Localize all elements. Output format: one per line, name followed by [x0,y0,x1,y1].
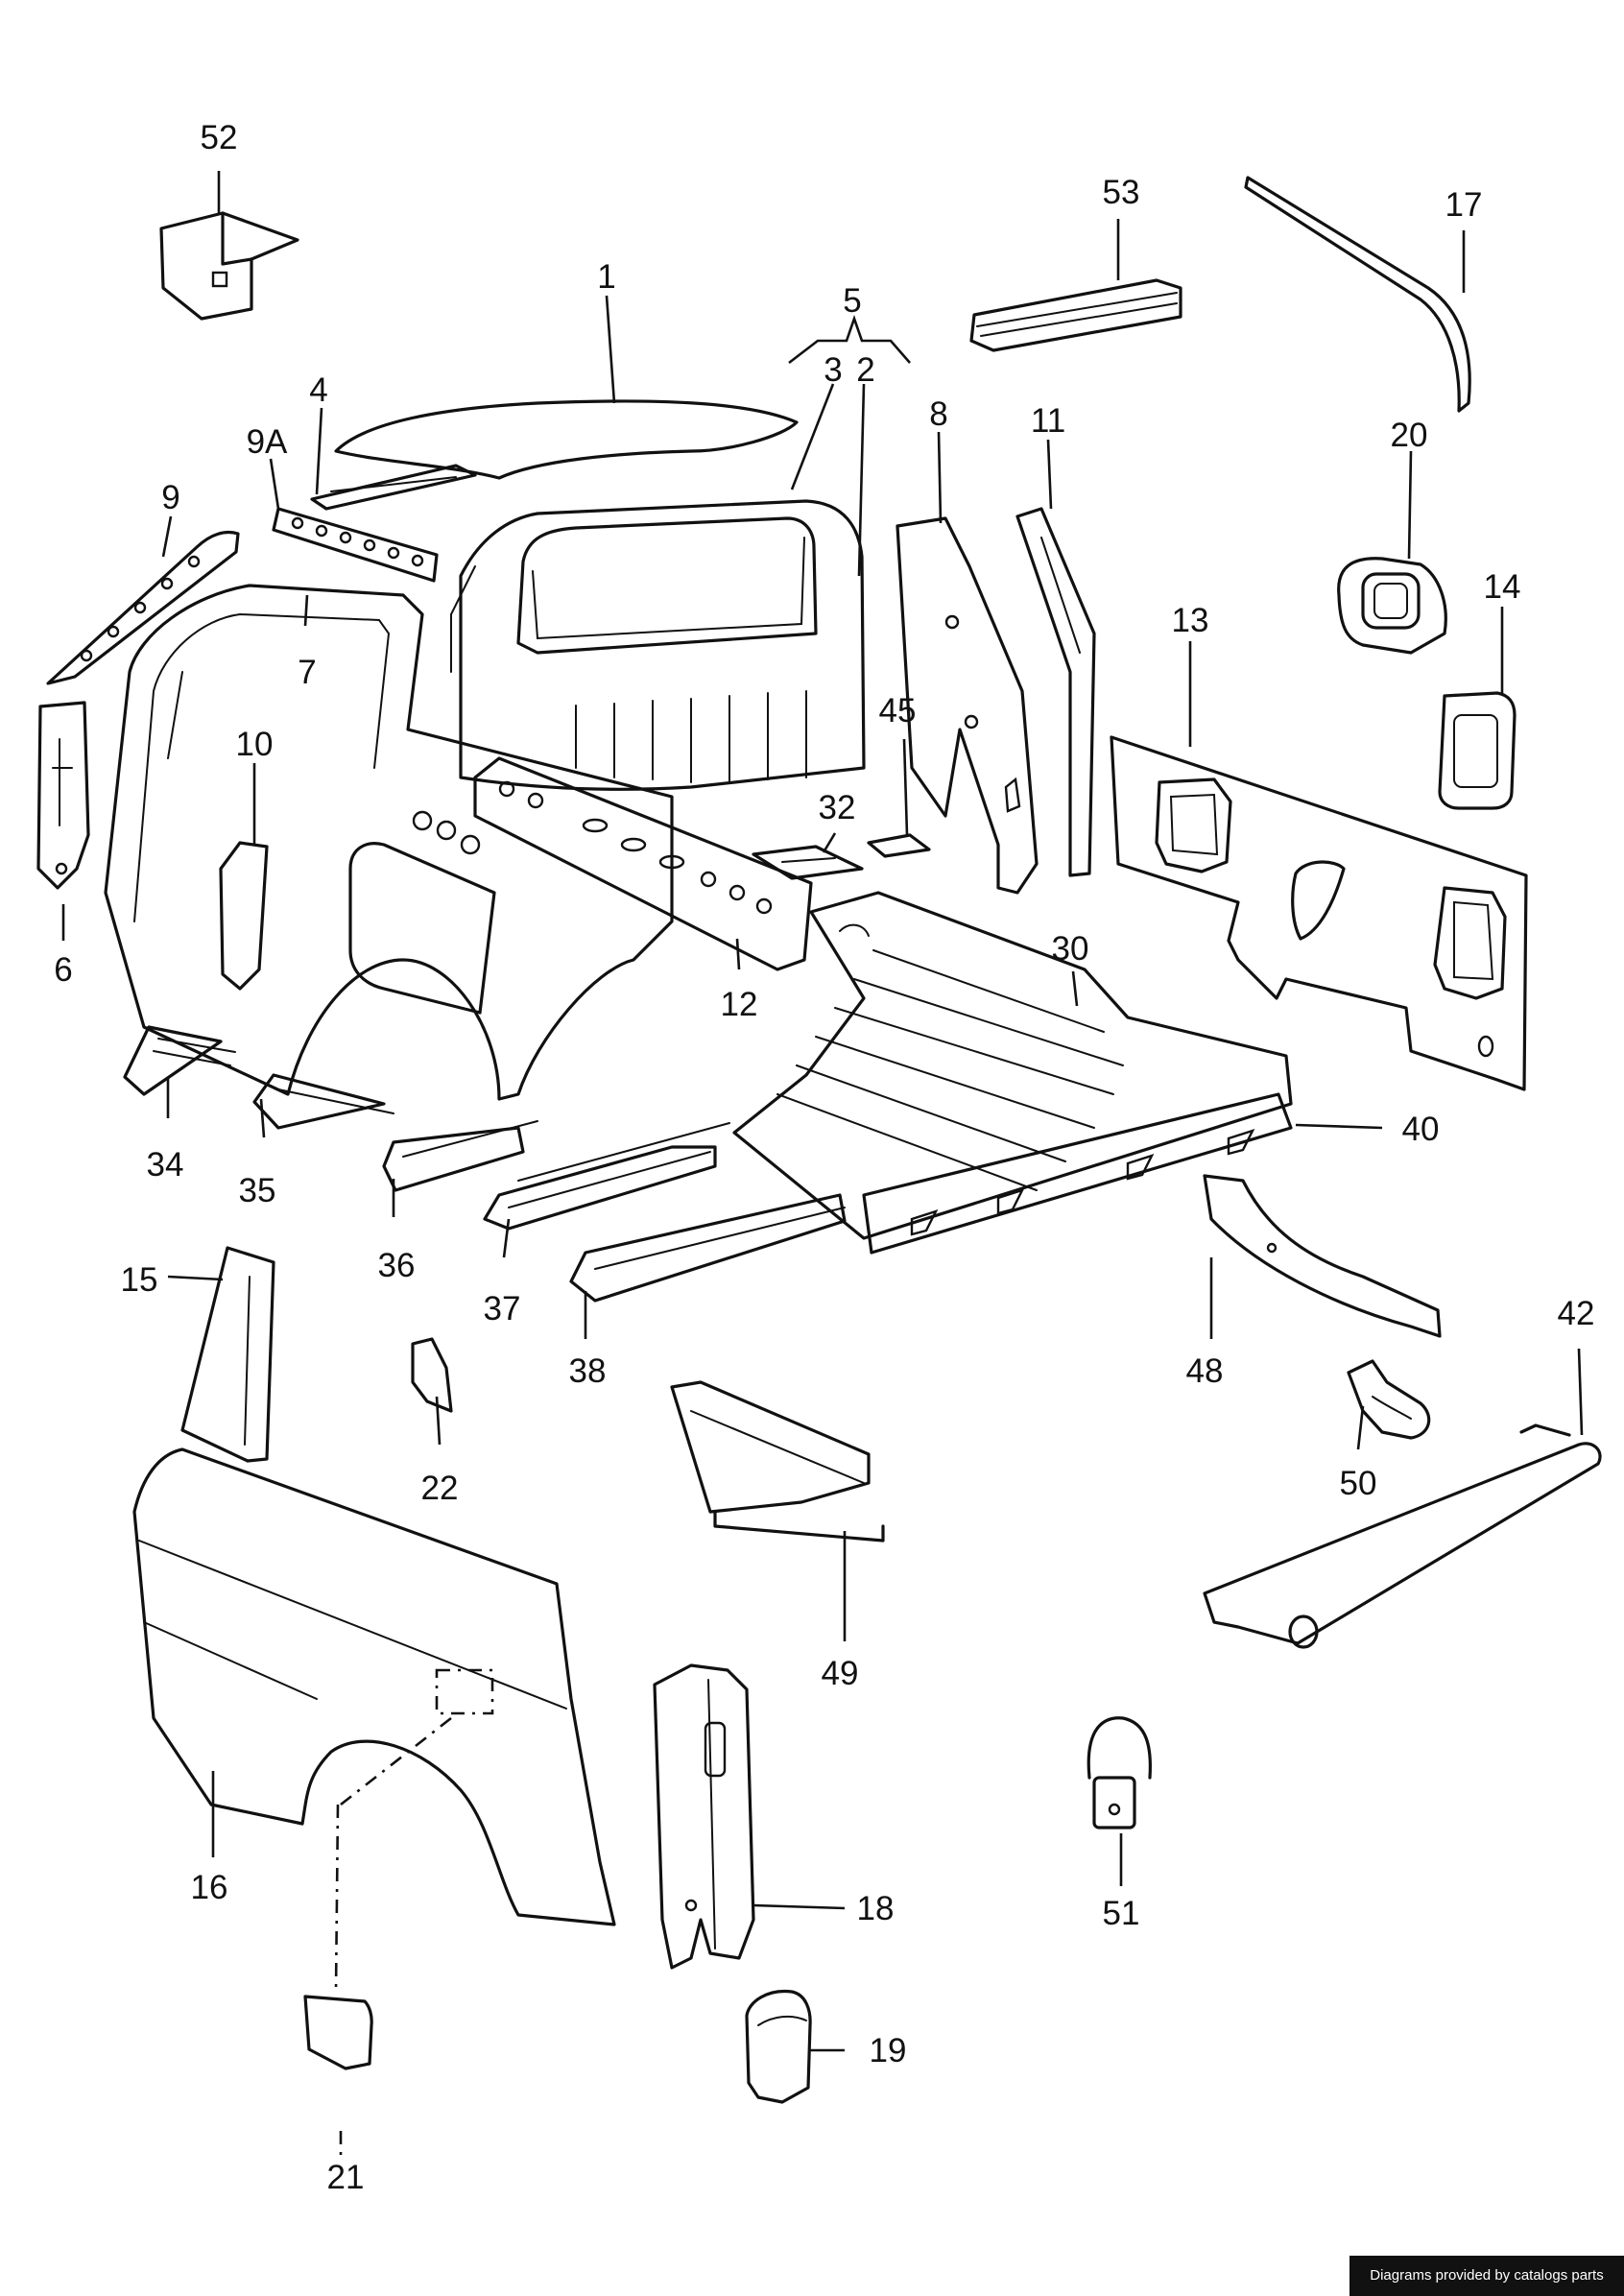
part-15-panel [180,1246,275,1463]
callout-30: 30 [1052,930,1089,968]
part-21-cap [303,1995,373,2070]
callout-6: 6 [54,951,72,989]
callout-12: 12 [721,986,758,1023]
part-45-plate [867,833,931,858]
part-8-pillar [896,516,1039,895]
callout-18: 18 [857,1890,895,1927]
part-30-bed-floor [732,891,1293,1240]
callout-51: 51 [1103,1895,1140,1932]
callout-labels: 52 53 17 1 5 3 2 4 9A 9 8 11 20 7 14 13 … [54,119,1594,2196]
callout-13: 13 [1172,602,1209,639]
part-49-bracket [670,1380,885,1543]
callout-36: 36 [378,1247,416,1284]
callout-37: 37 [484,1290,521,1327]
part-9-strip [46,530,240,685]
callout-40: 40 [1402,1111,1440,1148]
part-18-pillar [653,1663,755,1970]
callout-45: 45 [879,692,917,729]
callout-32: 32 [819,789,856,826]
callout-21: 21 [327,2159,365,2196]
part-6-bracket [36,701,90,890]
part-11-pillar-trim [1015,507,1096,877]
callout-49: 49 [822,1655,859,1692]
part-51-tiedown [1087,1716,1152,1830]
callout-8: 8 [929,395,947,433]
part-34-sill [123,1025,236,1096]
part-35-sill [252,1073,394,1130]
callout-5: 5 [843,282,861,320]
callout-35: 35 [239,1172,276,1209]
part-42-bumper [1203,1423,1602,1649]
callout-9: 9 [161,479,179,516]
part-52-bracket [159,211,299,321]
callout-1: 1 [597,258,615,296]
part-53-rail [969,278,1182,352]
leader-lines [61,171,1584,2162]
part-9A-strip [272,507,439,583]
part-7-side-panel [104,584,674,1101]
part-22-piece [411,1337,453,1413]
part-50-clip [1347,1359,1431,1440]
part-32-plate [752,845,864,880]
part-36-member [382,1120,538,1192]
callout-9A: 9A [247,423,288,461]
part-16-quarter-panel [132,1447,616,1926]
credit-banner: Diagrams provided by catalogs parts [1349,2256,1624,2296]
callout-2: 2 [856,351,874,389]
callout-22: 22 [421,1470,459,1507]
part-4-trim [310,464,477,511]
callout-38: 38 [569,1352,607,1390]
part-1-roof [334,399,799,480]
part-13-rear-panel [1110,735,1528,1091]
part-14-gasket [1438,691,1517,810]
callout-19: 19 [870,2032,907,2069]
part-48-bracket [1203,1174,1442,1338]
callout-3: 3 [824,351,842,389]
part-10-pad [219,841,269,991]
callout-34: 34 [147,1146,184,1184]
part-2-cab-back-panel [450,499,866,791]
callout-20: 20 [1391,417,1428,454]
callout-7: 7 [298,654,316,691]
callout-53: 53 [1103,174,1140,211]
callout-4: 4 [309,371,327,409]
callout-17: 17 [1445,186,1483,224]
callout-52: 52 [201,119,238,156]
part-20-grommet [1337,557,1447,655]
part-40-crossmember [862,1092,1293,1255]
part-19-cap [745,1989,812,2104]
callout-14: 14 [1484,568,1521,606]
part-38-member [569,1193,847,1303]
callout-48: 48 [1186,1352,1224,1390]
callout-42: 42 [1558,1295,1595,1332]
part-17-strip [1244,176,1471,413]
callout-11: 11 [1031,402,1065,440]
callout-15: 15 [121,1261,158,1299]
callout-10: 10 [236,726,274,763]
callout-16: 16 [191,1869,228,1906]
callout-50: 50 [1340,1465,1377,1502]
side-panel-window [348,842,496,1015]
part-12-bed-rail [412,756,813,971]
